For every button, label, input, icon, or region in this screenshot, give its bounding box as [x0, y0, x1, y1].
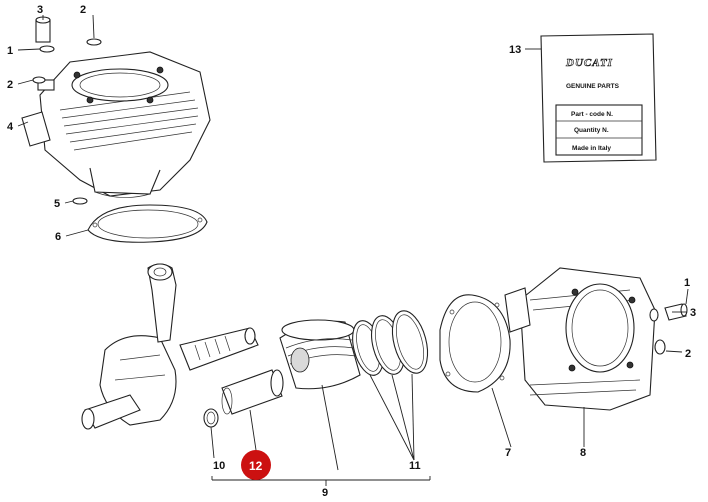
callout-2-left: 2 — [7, 79, 13, 91]
genuine-parts-card[interactable]: DUCATI GENUINE PARTS Part - code N. Quan… — [540, 33, 657, 163]
callout-7: 7 — [505, 447, 511, 459]
callout-12-highlight[interactable]: 12 — [241, 450, 271, 480]
cylinder-block-top[interactable] — [21, 51, 211, 198]
callout-13: 13 — [509, 44, 521, 56]
card-part-code: Part - code N. — [571, 111, 613, 118]
callout-5: 5 — [54, 198, 60, 210]
callout-11: 11 — [409, 460, 421, 472]
leader-lines — [17, 14, 689, 486]
callout-2-top: 2 — [80, 4, 86, 16]
crankshaft[interactable] — [81, 263, 259, 430]
callout-1-right: 1 — [684, 277, 690, 289]
callout-4: 4 — [7, 121, 14, 133]
cylinder-block-right[interactable] — [504, 267, 656, 411]
highlight-circle — [241, 450, 271, 480]
callout-3-right: 3 — [690, 307, 696, 319]
base-gasket[interactable] — [87, 204, 208, 243]
callout-6: 6 — [55, 231, 61, 243]
callout-3-top: 3 — [37, 4, 43, 16]
ducati-logo: DUCATI — [565, 57, 613, 69]
card-title: GENUINE PARTS — [566, 83, 620, 90]
card-quantity: Quantity N. — [574, 127, 609, 134]
o-ring-2-top[interactable] — [86, 38, 102, 46]
o-ring-1-right[interactable] — [649, 308, 659, 322]
callout-10: 10 — [213, 460, 225, 472]
piston-pin[interactable] — [221, 369, 284, 415]
callout-8: 8 — [580, 447, 586, 459]
callout-9: 9 — [322, 487, 328, 499]
o-ring-2-top-left[interactable] — [32, 76, 46, 84]
cylinder-gasket[interactable] — [439, 294, 511, 393]
piston-rings[interactable] — [347, 307, 434, 379]
callout-1-top: 1 — [7, 45, 13, 57]
o-ring-1-top[interactable] — [39, 45, 55, 53]
o-ring-5[interactable] — [72, 197, 88, 205]
piston[interactable] — [279, 319, 361, 390]
callout-12: 12 — [249, 459, 263, 473]
callout-2-right: 2 — [685, 348, 691, 360]
o-ring-2-right[interactable] — [654, 339, 666, 355]
card-made-in: Made in Italy — [572, 145, 611, 152]
dowel-pin-top[interactable] — [35, 16, 51, 43]
